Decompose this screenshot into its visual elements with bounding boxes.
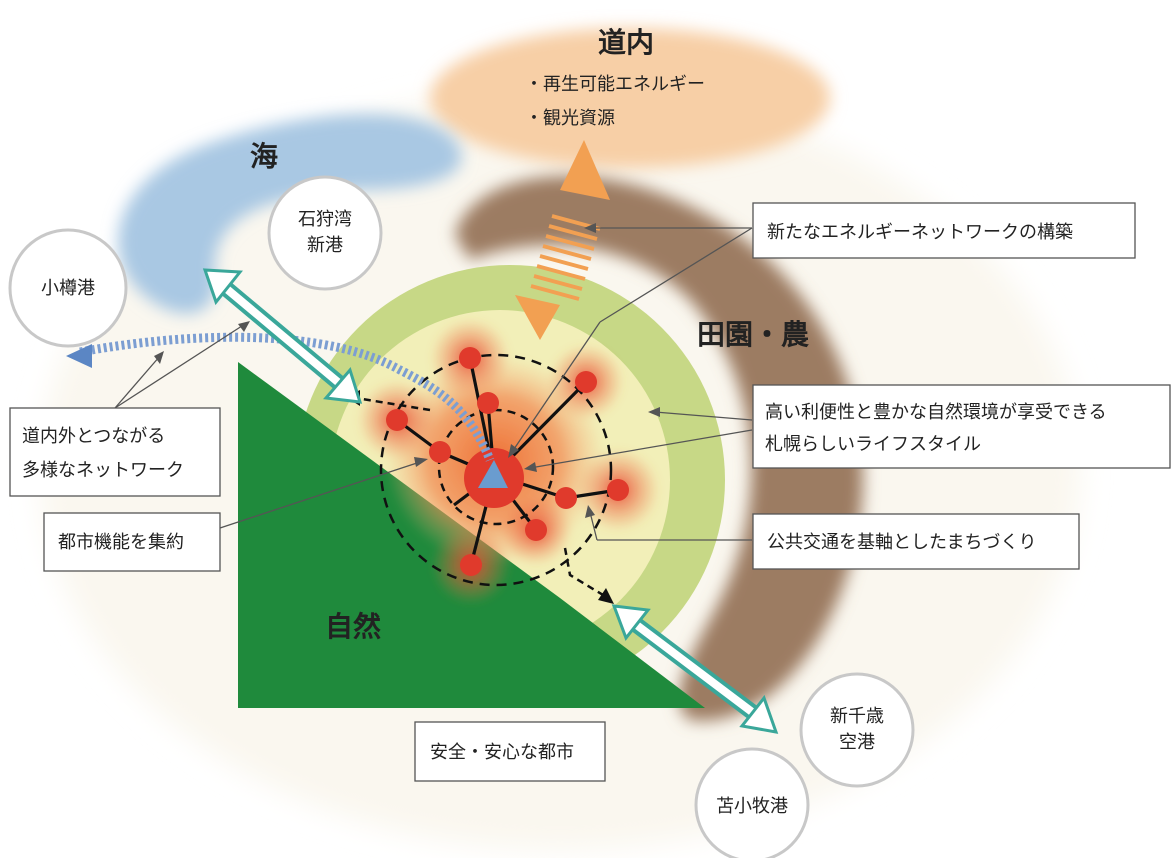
ishikari-port-circle: 石狩湾 新港 [267,175,383,291]
lifestyle-line1: 高い利便性と豊かな自然環境が享受できる [765,402,1107,423]
chitose-line1: 新千歳 [830,706,884,727]
chitose-airport-circle: 新千歳 空港 [799,672,915,788]
tomakomai-label: 苫小牧港 [716,796,788,817]
dounai-link-arrow [515,140,610,340]
otaru-port-circle: 小樽港 [8,228,128,348]
otaru-arrowhead [66,344,92,368]
arrowhead-down [598,588,614,604]
ishikari-link-arrow [202,268,363,404]
dounai-item-2: ・観光資源 [525,108,615,129]
city-center-marker [478,460,508,488]
callout-lifestyle: 高い利便性と豊かな自然環境が享受できる 札幌らしいライフスタイル [752,384,1171,469]
sea-region [118,114,462,314]
callout-compact: 都市機能を集約 [43,512,221,572]
nature-title: 自然 [325,610,381,643]
farm-region [455,176,864,721]
pointer-heads [154,223,660,518]
callout-pointers [114,227,753,541]
ishikari-line1: 石狩湾 [298,209,352,230]
dounai-region [430,28,830,168]
chitose-line2: 空港 [839,732,875,753]
dounai-item-1: ・再生可能エネルギー [525,74,705,95]
callout-energy-network: 新たなエネルギーネットワークの構築 [752,202,1136,259]
otaru-label: 小樽港 [41,278,95,299]
hub-nodes [386,347,629,576]
transit-text: 公共交通を基軸としたまちづくり [767,532,1036,553]
chitose-link-arrow [611,604,779,734]
dashed-flow-arrows [355,396,609,600]
callout-network: 道内外とつながる 多様なネットワーク [9,407,221,497]
safe-text: 安全・安心な都市 [430,742,574,763]
compact-text: 都市機能を集約 [58,532,184,553]
callout-transit: 公共交通を基軸としたまちづくり [752,513,1080,570]
lifestyle-line2: 札幌らしいライフスタイル [765,434,981,455]
tomakomai-port-circle: 苫小牧港 [694,747,810,858]
network-line1: 道内外とつながる [22,426,165,447]
outer-dashed-ring [379,353,613,587]
dounai-title: 道内 [598,26,654,59]
callout-safe: 安全・安心な都市 [414,721,606,782]
energy-network-text: 新たなエネルギーネットワークの構築 [767,222,1073,243]
ishikari-line2: 新港 [307,235,343,256]
farm-title: 田園・農 [697,318,809,351]
network-line2: 多様なネットワーク [22,460,184,481]
sea-title: 海 [250,140,278,173]
